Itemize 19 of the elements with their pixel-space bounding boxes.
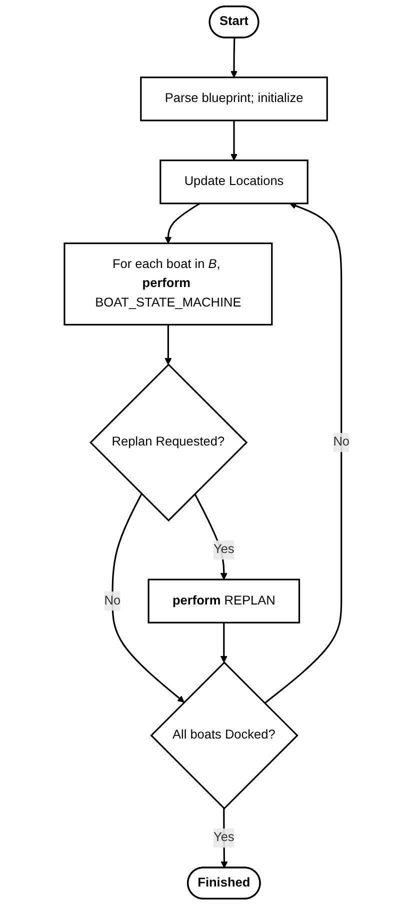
arrow bbox=[164, 324, 172, 365]
arrow bbox=[194, 494, 228, 580]
arrow bbox=[264, 202, 342, 704]
arrow bbox=[230, 38, 238, 78]
arrow bbox=[112, 494, 184, 703]
arrow bbox=[230, 120, 238, 161]
node-box: Update Locations bbox=[160, 160, 308, 204]
arrow bbox=[220, 808, 228, 868]
edge-label: Yes bbox=[213, 542, 234, 556]
node-diamond: All boats Docked? bbox=[150, 661, 298, 810]
edge-label: No bbox=[104, 594, 121, 608]
node-diamond: Replan Requested? bbox=[90, 363, 248, 522]
node-box: perform REPLAN bbox=[148, 578, 300, 624]
node-box: Parse blueprint; initialize bbox=[140, 76, 328, 122]
arrow bbox=[164, 202, 200, 244]
edge-label: Yes bbox=[213, 830, 234, 844]
node-box: For each boat in B, perform BOAT_STATE_MACHINE bbox=[64, 242, 273, 326]
arrow bbox=[220, 622, 228, 663]
edge-label: No bbox=[333, 435, 350, 449]
